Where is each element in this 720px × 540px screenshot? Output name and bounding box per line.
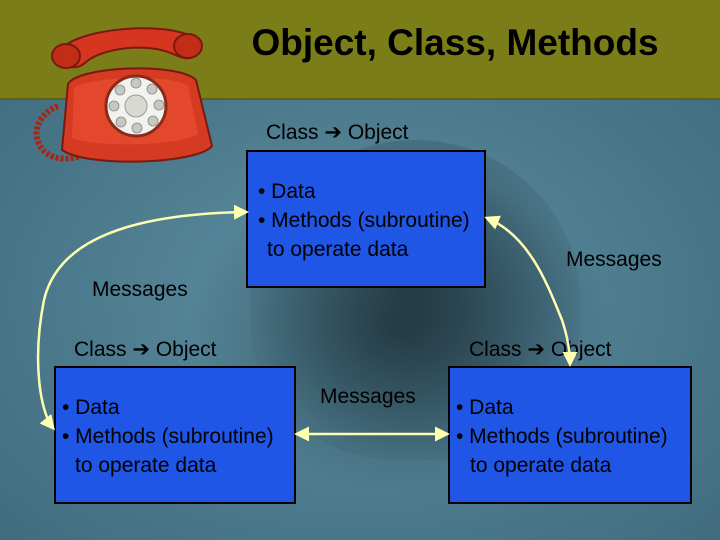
connector-top-to-left: [36, 204, 249, 431]
data-bullet: • Data: [456, 396, 514, 419]
red-rotary-phone-icon: [33, 27, 214, 163]
class-word: Class: [266, 121, 319, 144]
class-box-top: • Data • Methods (subroutine) to operate…: [246, 150, 486, 288]
class-object-label-top: Class ➔ Object: [266, 120, 409, 145]
messages-label-bottom: Messages: [320, 385, 416, 408]
class-box-right: • Data • Methods (subroutine) to operate…: [448, 366, 692, 504]
connector-top-to-right: [484, 215, 578, 367]
operate-line: to operate data: [75, 454, 217, 477]
arrow-right-icon: ➔: [324, 121, 342, 144]
operate-line: to operate data: [267, 238, 409, 261]
slide-title: Object, Class, Methods: [251, 22, 659, 63]
object-word: Object: [347, 121, 409, 144]
methods-bullet: • Methods (subroutine): [258, 209, 470, 232]
data-bullet: • Data: [258, 180, 316, 203]
methods-bullet: • Methods (subroutine): [62, 425, 274, 448]
messages-label-right: Messages: [566, 248, 662, 271]
operate-line: to operate data: [470, 454, 612, 477]
methods-bullet: • Methods (subroutine): [456, 425, 668, 448]
